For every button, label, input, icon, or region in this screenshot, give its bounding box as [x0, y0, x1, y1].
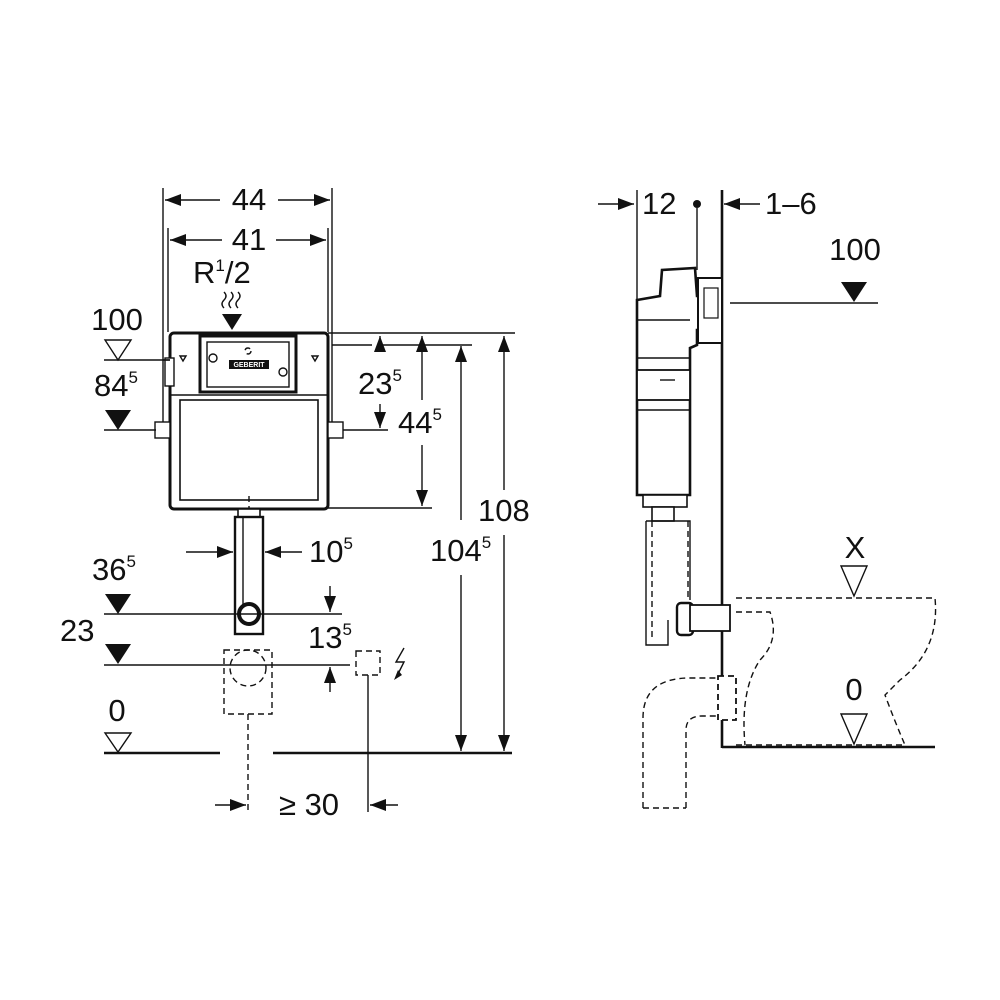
level-23-label: 23 [60, 613, 94, 648]
front-view: 44 41 R1/2 [60, 182, 530, 822]
dimension-104-5: 1045 [382, 344, 491, 751]
level-0-marker: 0 [103, 693, 512, 812]
dim-44-sup: 5 [432, 405, 441, 424]
cistern-side [635, 266, 731, 646]
electric-socket [355, 647, 406, 812]
dim-23-sup: 5 [392, 366, 401, 385]
width-inner-label: 41 [232, 222, 266, 257]
connection-rest: /2 [225, 255, 251, 290]
level-100-marker: 100 [91, 302, 170, 362]
width-outer-label: 44 [232, 182, 266, 217]
water-connection: R1/2 [193, 255, 251, 330]
dim-13-sup: 5 [342, 620, 351, 639]
level-84-base: 84 [94, 368, 128, 403]
dim-108-label: 108 [478, 493, 530, 528]
side-level-100-label: 100 [829, 232, 881, 267]
dimension-23-5: 235 [328, 332, 515, 431]
level-36-base: 36 [92, 552, 126, 587]
dim-12-label: 12 [642, 186, 676, 221]
dimension-width-inner: 41 [167, 222, 329, 332]
toilet-bowl [736, 597, 937, 746]
level-100-label: 100 [91, 302, 143, 337]
dimension-108: 108 [478, 336, 530, 751]
min-distance-label: ≥ 30 [279, 787, 339, 822]
dim-104-base: 104 [430, 533, 482, 568]
dimension-12: 12 [598, 186, 701, 300]
side-level-0-label: 0 [845, 672, 862, 707]
side-level-0-marker: 0 [839, 672, 869, 746]
connection-base: R [193, 255, 215, 290]
brand-label: GEBERIT [233, 362, 265, 369]
dimension-44-5: 445 [328, 336, 442, 509]
level-x-label: X [845, 530, 866, 565]
svg-text:235: 235 [358, 366, 402, 401]
pipe-10-sup: 5 [343, 534, 352, 553]
dimension-1-6: 1–6 [724, 186, 817, 221]
dimension-width-outer: 44 [162, 182, 333, 430]
dimension-min-30: ≥ 30 [215, 787, 398, 822]
dim-13-base: 13 [308, 620, 342, 655]
level-0-label: 0 [108, 693, 125, 728]
drain-pipe [642, 675, 737, 809]
svg-text:445: 445 [398, 405, 442, 440]
svg-text:R1/2: R1/2 [193, 255, 251, 290]
svg-text:135: 135 [308, 620, 352, 655]
pipe-10-base: 10 [309, 534, 343, 569]
dimension-pipe-10-5: 105 [186, 534, 353, 569]
level-84-sup: 5 [128, 368, 137, 387]
connection-sup: 1 [215, 256, 224, 275]
level-36-sup: 5 [126, 552, 135, 571]
dim-104-sup: 5 [482, 533, 491, 552]
dimension-13-5: 135 [308, 586, 352, 692]
cistern: GEBERIT [154, 331, 344, 715]
side-level-100-marker: 100 [730, 232, 881, 304]
level-x-marker: X [839, 530, 869, 598]
svg-text:105: 105 [309, 534, 353, 569]
svg-text:365: 365 [92, 552, 136, 587]
side-view: 12 1–6 100 [598, 186, 937, 809]
dim-23-base: 23 [358, 366, 392, 401]
dim-44-base: 44 [398, 405, 432, 440]
level-84-marker: 845 [94, 368, 156, 431]
svg-text:1045: 1045 [430, 533, 491, 568]
svg-text:845: 845 [94, 368, 138, 403]
level-23-marker: 23 [60, 613, 350, 666]
level-36-marker: 365 [92, 552, 342, 615]
lightning-icon [394, 647, 406, 679]
dim-1-6-label: 1–6 [765, 186, 817, 221]
